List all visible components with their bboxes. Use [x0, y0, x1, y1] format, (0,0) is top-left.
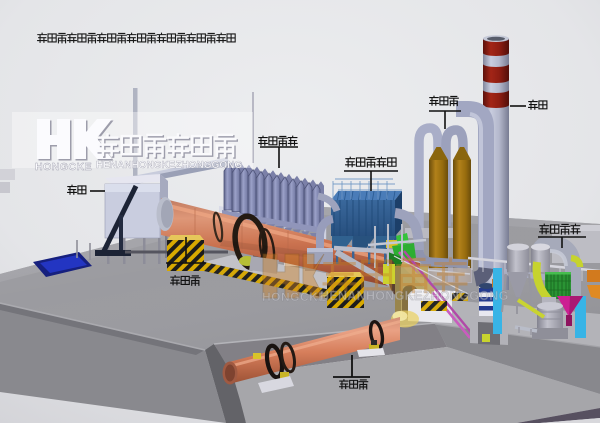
svg-text:HONGCKE: HONGCKE [35, 161, 92, 173]
svg-text:HENANHONGKEZHONGGONG: HENANHONGKEZHONGGONG [96, 160, 242, 171]
svg-text:HENANHONGKEZHONGGONG: HENANHONGKEZHONGGONG [320, 289, 509, 303]
svg-text:HONGCKE: HONGCKE [262, 290, 327, 304]
